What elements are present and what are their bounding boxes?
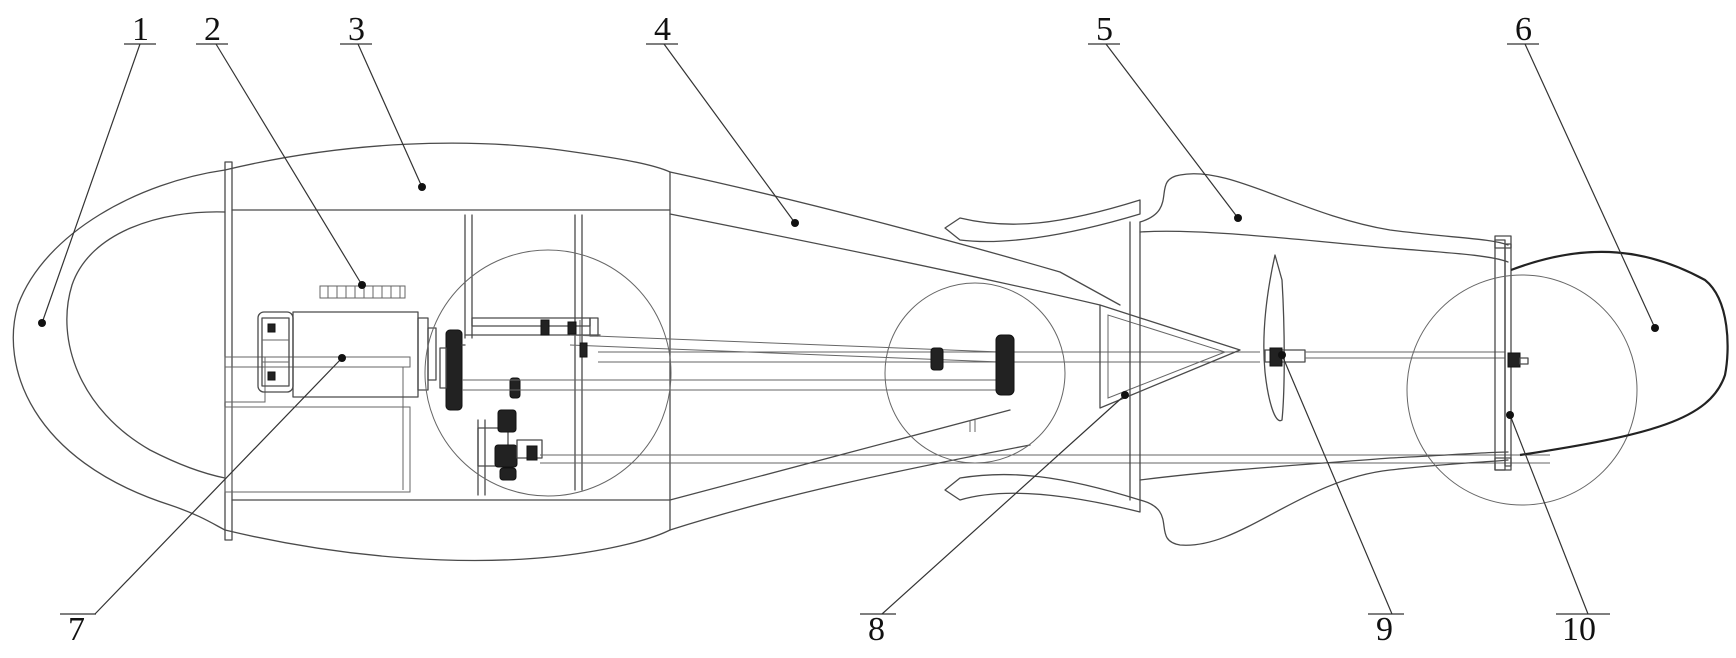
front-detail-circle [424,249,672,497]
callout-1: 1 [132,11,149,48]
drive-shaft [598,334,1260,432]
rear-fuselage [944,173,1509,546]
callout-8: 8 [868,611,885,648]
callout-7: 7 [68,611,85,648]
front-transmission [439,317,1550,481]
leader-lines [41,43,1656,615]
callout-2: 2 [204,11,221,48]
callout-dots [38,183,1659,419]
tail-cable-arc [1510,250,1729,457]
main-body-shell [224,142,671,562]
callout-6: 6 [1515,11,1532,48]
tail-mount [1305,235,1529,471]
nose-fairing [12,169,226,531]
mid-detail-circle [884,282,1066,464]
callout-4: 4 [654,11,671,48]
callout-9: 9 [1376,611,1393,648]
callout-3: 3 [348,11,365,48]
callout-5: 5 [1096,11,1113,48]
tail-detail-circle [1406,274,1638,506]
callout-underlines [60,43,1610,615]
motor [257,311,437,398]
callout-10: 10 [1562,611,1596,648]
tail-boom [669,171,1121,531]
triangle-frame [1099,304,1241,409]
